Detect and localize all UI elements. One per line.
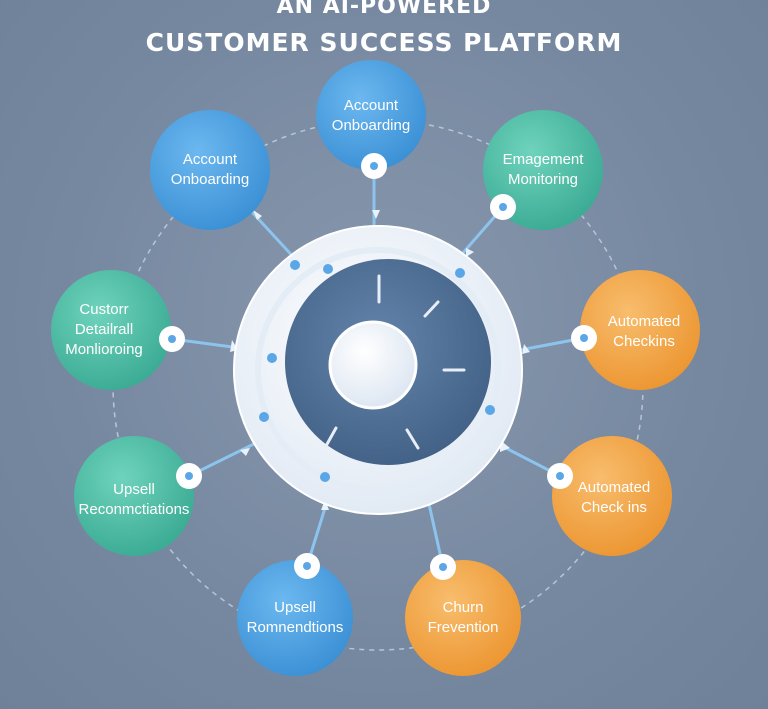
- connector-endpoints: [159, 153, 597, 580]
- node-top-right-label-1: Emagement: [503, 151, 585, 168]
- hub-ticks: [324, 274, 466, 450]
- node-right-upper-label-2: Checkins: [613, 333, 675, 350]
- hub-center-disc: [328, 320, 418, 410]
- endpoint-marker-right-upper: [571, 325, 597, 351]
- node-top-right-label-2: Monitoring: [508, 171, 578, 188]
- arrow-head-6: [240, 448, 250, 456]
- endpoint-marker-bottom-right: [430, 554, 456, 580]
- node-top-label-1: Account: [344, 97, 399, 114]
- central-hub: [233, 225, 523, 515]
- node-left-lower: Upsell Reconmctiations: [74, 436, 194, 556]
- node-top: Account Onboarding: [316, 60, 426, 170]
- hub-inner-track: [255, 247, 501, 493]
- node-right-lower: Automated Check ins: [552, 436, 672, 556]
- endpoint-marker-left: [159, 326, 185, 352]
- endpoint-marker-left-lower: [176, 463, 202, 489]
- node-right-upper-label-1: Automated: [608, 313, 681, 330]
- node-bottom-right-label-1: Churn: [443, 599, 484, 616]
- node-left: Custorr Detailrall Monlioroing: [51, 270, 171, 390]
- node-left-label-2: Detailrall: [75, 321, 133, 338]
- node-top-label-2: Onboarding: [332, 117, 410, 134]
- connector-top-left: [250, 210, 300, 264]
- node-bottom-left-label-2: Romnendtions: [247, 619, 344, 636]
- endpoint-marker-top: [361, 153, 387, 179]
- node-top-left-label-2: Onboarding: [171, 171, 249, 188]
- endpoint-marker-bottom-left: [294, 553, 320, 579]
- node-top-left-label-1: Account: [183, 151, 238, 168]
- node-bottom-right-label-2: Frevention: [428, 619, 499, 636]
- node-left-label-1: Custorr: [79, 301, 128, 318]
- node-bottom-left-label-1: Upsell: [274, 599, 316, 616]
- node-bottom-right: Churn Frevention: [405, 560, 521, 676]
- node-left-label-3: Monlioroing: [65, 341, 143, 358]
- arrow-head-5: [522, 344, 530, 354]
- title-line-2: CUSTOMER SUCCESS PLATFORM: [145, 28, 623, 57]
- arrow-head-2: [372, 210, 380, 219]
- arrow-head-3: [466, 248, 474, 257]
- title-line-1: AN AI-POWERED: [276, 0, 492, 19]
- node-right-upper: Automated Checkins: [580, 270, 700, 390]
- hub-dots: [259, 260, 495, 482]
- connector-left-lower: [187, 438, 264, 478]
- arrow-head-8: [321, 500, 329, 510]
- node-right-lower-label-1: Automated: [578, 479, 651, 496]
- endpoint-marker-top-right: [490, 194, 516, 220]
- node-left-lower-label-1: Upsell: [113, 481, 155, 498]
- arrow-head-1: [253, 210, 262, 220]
- node-right-lower-label-2: Check ins: [581, 499, 647, 516]
- node-left-lower-label-2: Reconmctiations: [79, 501, 190, 518]
- endpoint-marker-right-lower: [547, 463, 573, 489]
- node-top-left: Account Onboarding: [150, 110, 270, 230]
- node-bottom-left: Upsell Romnendtions: [237, 560, 353, 676]
